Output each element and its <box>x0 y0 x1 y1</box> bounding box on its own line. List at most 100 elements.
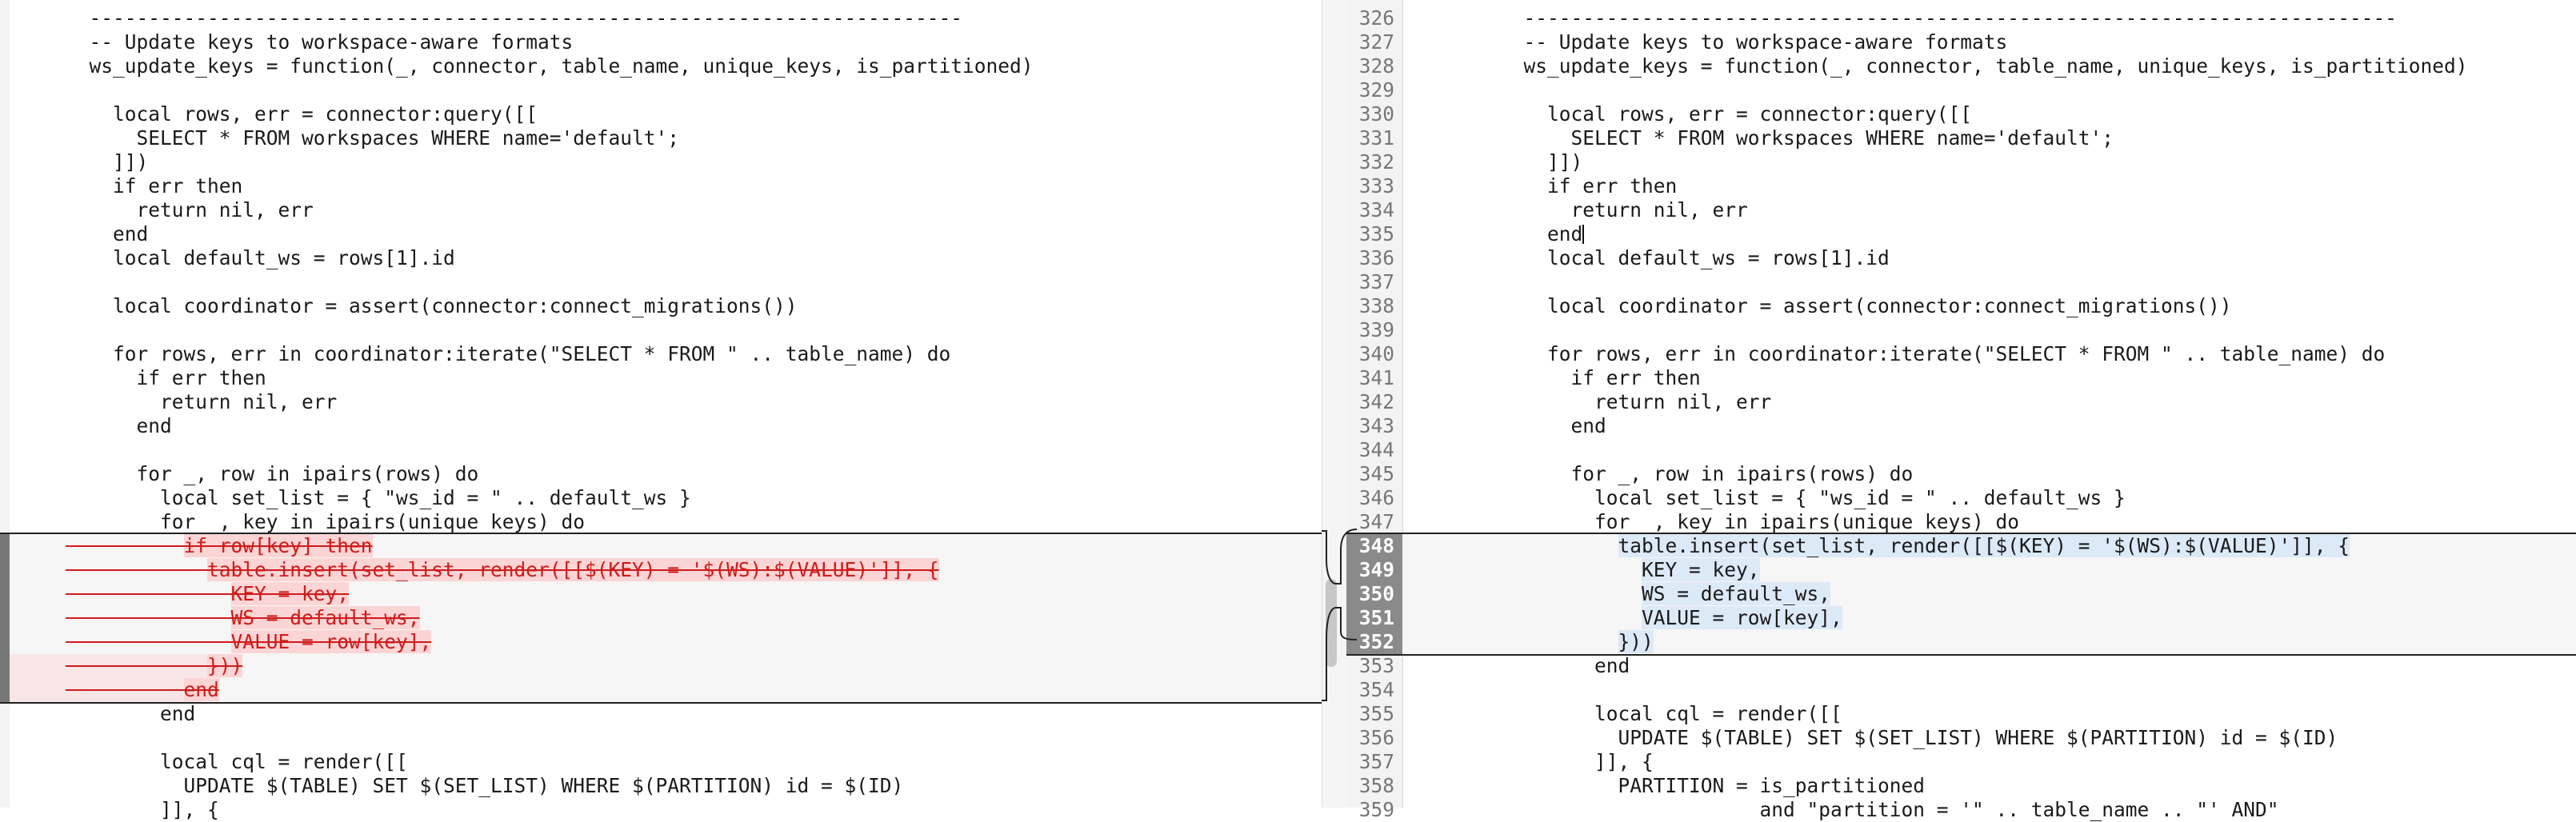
code-line[interactable]: ----------------------------------------… <box>1346 6 2576 30</box>
code-line[interactable]: end <box>0 414 1322 438</box>
inserted-code-line[interactable]: table.insert(set_list, render([[$(KEY) =… <box>1346 534 2576 558</box>
code-line[interactable]: local rows, err = connector:query([[ <box>0 102 1322 126</box>
code-line[interactable]: ]], { <box>1346 750 2576 774</box>
deleted-text: WS = default_ws, <box>230 606 420 629</box>
code-line[interactable] <box>1346 438 2576 462</box>
code-line[interactable]: if err then <box>1346 174 2576 198</box>
line-number: 339 <box>1358 318 1394 341</box>
code-line[interactable]: if err then <box>0 366 1322 390</box>
code-line[interactable]: local set_list = { "ws_id = " .. default… <box>1346 486 2576 510</box>
code-line[interactable]: and "partition = '" .. table_name .. "' … <box>1346 798 2576 822</box>
code-text: end <box>1500 414 1606 437</box>
code-line[interactable]: ws_update_keys = function(_, connector, … <box>0 54 1322 78</box>
code-line[interactable]: return nil, err <box>0 390 1322 414</box>
deleted-code-line[interactable]: WS = default_ws, <box>0 606 1322 630</box>
line-number: 338 <box>1358 294 1394 317</box>
code-text: return nil, err <box>66 390 338 413</box>
code-line[interactable]: local coordinator = assert(connector:con… <box>0 294 1322 318</box>
code-text: local rows, err = connector:query([[ <box>66 102 538 126</box>
code-line[interactable]: local default_ws = rows[1].id <box>1346 246 2576 270</box>
code-text: for _, key in ipairs(unique_keys) do <box>66 510 586 533</box>
code-line[interactable]: return nil, err <box>1346 390 2576 414</box>
code-line[interactable] <box>0 438 1322 462</box>
inserted-text: KEY = key, <box>1642 558 1760 581</box>
code-line[interactable]: -- Update keys to workspace-aware format… <box>0 30 1322 54</box>
code-line[interactable]: end <box>0 222 1322 246</box>
code-line[interactable] <box>0 318 1322 342</box>
code-line[interactable]: if err then <box>0 174 1322 198</box>
code-line[interactable]: UPDATE $(TABLE) SET $(SET_LIST) WHERE $(… <box>1346 726 2576 750</box>
code-line[interactable]: for _, row in ipairs(rows) do <box>0 462 1322 486</box>
code-line[interactable] <box>0 270 1322 294</box>
code-line[interactable]: UPDATE $(TABLE) SET $(SET_LIST) WHERE $(… <box>0 774 1322 798</box>
code-text: for _, key in ipairs(unique_keys) do <box>1500 510 2020 533</box>
code-text: end <box>66 414 172 437</box>
code-line[interactable]: for _, row in ipairs(rows) do <box>1346 462 2576 486</box>
code-line[interactable]: for rows, err in coordinator:iterate("SE… <box>0 342 1322 366</box>
deleted-code-line[interactable]: })) <box>0 654 1322 678</box>
line-number: 344 <box>1358 438 1394 461</box>
code-line[interactable] <box>1346 318 2576 342</box>
hunk-border-top <box>1346 533 2576 534</box>
code-line[interactable]: SELECT * FROM workspaces WHERE name='def… <box>0 126 1322 150</box>
code-line[interactable]: end <box>1346 654 2576 678</box>
code-line[interactable]: -- Update keys to workspace-aware format… <box>1346 30 2576 54</box>
code-line[interactable]: local coordinator = assert(connector:con… <box>1346 294 2576 318</box>
code-line[interactable]: ws_update_keys = function(_, connector, … <box>1346 54 2576 78</box>
code-text: for _, row in ipairs(rows) do <box>66 462 479 485</box>
code-line[interactable]: local cql = render([[ <box>1346 702 2576 726</box>
left-diff-pane[interactable]: ----------------------------------------… <box>0 0 1322 821</box>
deleted-code-line[interactable]: if row[key] then <box>0 534 1322 558</box>
inserted-code-line[interactable]: })) <box>1346 630 2576 654</box>
code-text: ]]) <box>1500 150 1583 174</box>
code-line[interactable]: local cql = render([[ <box>0 750 1322 774</box>
code-line[interactable]: if err then <box>1346 366 2576 390</box>
code-text: local set_list = { "ws_id = " .. default… <box>1500 486 2126 509</box>
code-text: SELECT * FROM workspaces WHERE name='def… <box>1500 126 2114 150</box>
code-line[interactable] <box>0 726 1322 750</box>
line-number: 348 <box>1346 534 1402 558</box>
deleted-code-line[interactable]: table.insert(set_list, render([[$(KEY) =… <box>0 558 1322 582</box>
code-line[interactable]: end <box>0 702 1322 726</box>
code-line[interactable]: ]], { <box>0 798 1322 822</box>
deleted-code-line[interactable]: end <box>0 678 1322 702</box>
code-line[interactable]: end <box>1346 414 2576 438</box>
deleted-code-line[interactable]: VALUE = row[key], <box>0 630 1322 654</box>
scrollbar-thumb[interactable] <box>1326 579 1337 667</box>
code-line[interactable] <box>1346 270 2576 294</box>
code-line[interactable]: return nil, err <box>1346 198 2576 222</box>
code-text: UPDATE $(TABLE) SET $(SET_LIST) WHERE $(… <box>1500 726 2338 749</box>
line-number: 352 <box>1346 630 1402 654</box>
code-line[interactable]: end <box>1346 222 2576 246</box>
code-line[interactable]: local rows, err = connector:query([[ <box>1346 102 2576 126</box>
code-line[interactable]: ----------------------------------------… <box>0 6 1322 30</box>
code-line[interactable] <box>1346 678 2576 702</box>
code-text: and "partition = '" .. table_name .. "' … <box>1500 798 2279 821</box>
code-line[interactable] <box>1346 78 2576 102</box>
line-number: 336 <box>1358 246 1394 269</box>
code-line[interactable]: SELECT * FROM workspaces WHERE name='def… <box>1346 126 2576 150</box>
code-line[interactable]: local set_list = { "ws_id = " .. default… <box>0 486 1322 510</box>
code-line[interactable]: for rows, err in coordinator:iterate("SE… <box>1346 342 2576 366</box>
code-line[interactable]: PARTITION = is_partitioned <box>1346 774 2576 798</box>
code-text: ws_update_keys = function(_, connector, … <box>66 54 1034 78</box>
inserted-code-line[interactable]: WS = default_ws, <box>1346 582 2576 606</box>
deleted-text: })) <box>207 654 243 677</box>
code-text: local default_ws = rows[1].id <box>66 246 455 269</box>
deleted-code-line[interactable]: KEY = key, <box>0 582 1322 606</box>
code-line[interactable]: for _, key in ipairs(unique_keys) do <box>0 510 1322 534</box>
code-line[interactable]: return nil, err <box>0 198 1322 222</box>
code-line[interactable]: local default_ws = rows[1].id <box>0 246 1322 270</box>
inserted-code-line[interactable]: KEY = key, <box>1346 558 2576 582</box>
inserted-code-line[interactable]: VALUE = row[key], <box>1346 606 2576 630</box>
code-line[interactable] <box>0 78 1322 102</box>
inserted-text: })) <box>1618 630 1654 653</box>
line-number: 340 <box>1358 342 1394 365</box>
code-line[interactable]: for _, key in ipairs(unique_keys) do <box>1346 510 2576 534</box>
line-number: 359 <box>1358 798 1394 821</box>
code-line[interactable]: ]]) <box>1346 150 2576 174</box>
code-line[interactable]: ]]) <box>0 150 1322 174</box>
line-number: 333 <box>1358 174 1394 198</box>
